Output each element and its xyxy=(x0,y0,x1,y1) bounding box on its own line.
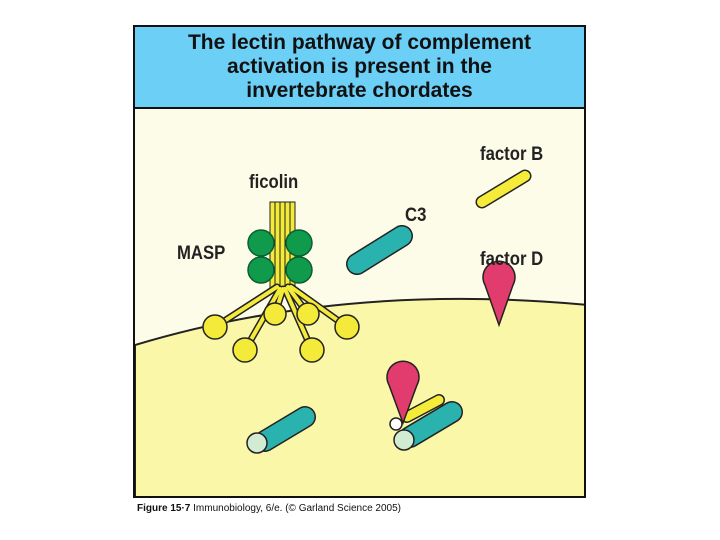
c3-molecule xyxy=(346,225,413,275)
c3-convertase-complex xyxy=(386,360,463,451)
ficolin-label: ficolin xyxy=(249,172,299,193)
caption-source: Immunobiology, 6/e. (© Garland Science 2… xyxy=(193,503,401,514)
factor-b-molecule xyxy=(475,169,532,209)
c3-on-membrane xyxy=(246,406,316,454)
factor-b-label: factor B xyxy=(480,144,544,165)
caption-figure-number: Figure 15·7 xyxy=(137,503,191,514)
masp-label: MASP xyxy=(177,243,226,264)
figure-caption: Figure 15·7 Immunobiology, 6/e. (© Garla… xyxy=(137,503,401,514)
ficolin-complex xyxy=(202,201,360,363)
factor-d-label: factor D xyxy=(480,249,544,270)
ficolin-heads xyxy=(202,302,360,363)
c3-label: C3 xyxy=(405,205,427,226)
figure-title: The lectin pathway of complement activat… xyxy=(187,31,532,102)
factor-d-molecule xyxy=(482,260,516,328)
figure-panel: The lectin pathway of complement activat… xyxy=(133,25,586,498)
title-bar: The lectin pathway of complement activat… xyxy=(135,27,584,109)
masp-balls xyxy=(247,229,313,284)
lectin-pathway-diagram xyxy=(135,169,584,496)
